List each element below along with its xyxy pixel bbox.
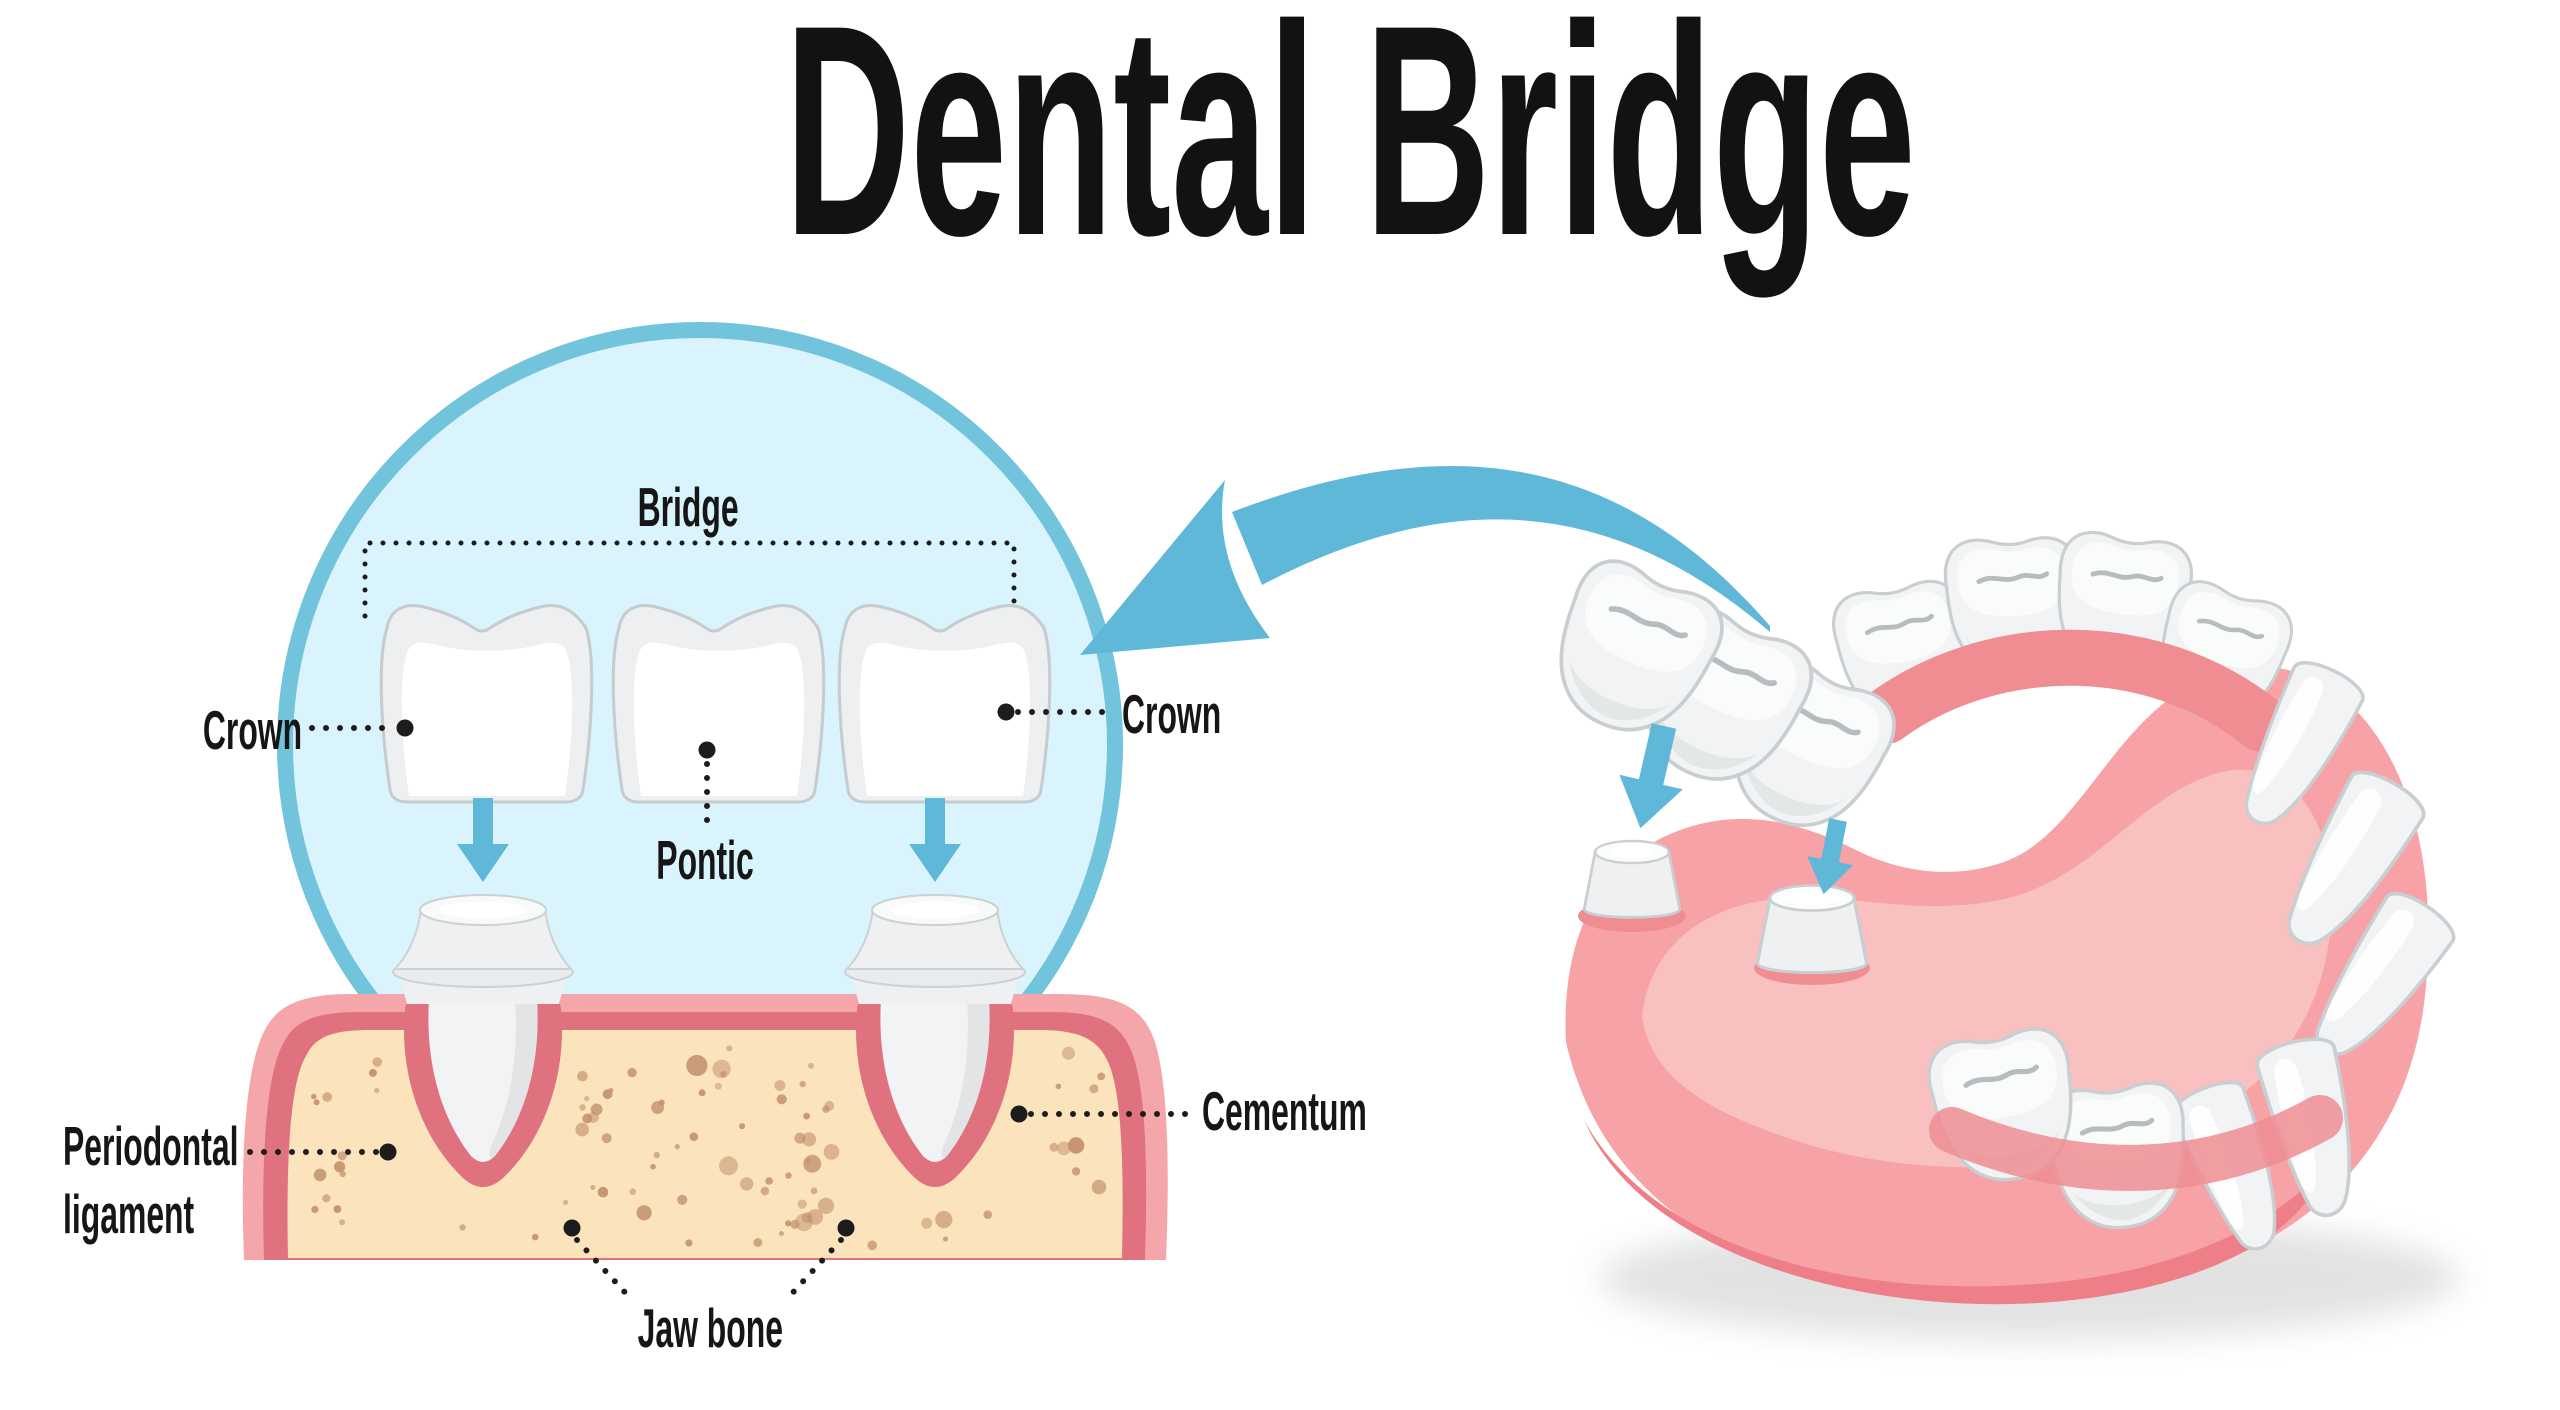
leader-lines	[247, 703, 1199, 1303]
crown-right-dot	[997, 703, 1015, 721]
abutment-stump-left	[1582, 839, 1682, 919]
near-gumline	[1929, 1095, 2343, 1191]
back-gumline	[1858, 629, 2290, 752]
cementum-dot	[1010, 1105, 1028, 1123]
pontic-dot	[698, 741, 716, 759]
curved-arrow-tail	[1232, 465, 1770, 632]
bridge-label: Bridge	[637, 476, 739, 538]
page-title: Dental Bridge	[350, 0, 2350, 298]
crown-right-label: Crown	[1122, 683, 1222, 745]
page-title-text: Dental Bridge	[784, 0, 1916, 298]
curved-arrow-head	[1080, 480, 1270, 655]
abutment-stump-right	[1755, 883, 1869, 975]
bridge-teeth-row	[379, 604, 1052, 804]
jaw-bone-cross-section	[242, 994, 1168, 1260]
jaw-gum-base-shadow	[1584, 1120, 2322, 1305]
jawbone-dot-right	[837, 1219, 855, 1237]
bone-speckles	[311, 1045, 1107, 1251]
periodontal-dot	[379, 1143, 397, 1161]
pontic-label: Pontic	[656, 829, 754, 891]
jawbone-leader-left	[574, 1237, 635, 1303]
curved-arrow	[1080, 465, 1770, 655]
bridge-bracket-dotted	[362, 540, 1017, 619]
jaw-gum-plateau	[1642, 769, 2333, 1168]
crown-tooth	[379, 604, 594, 804]
pontic-tooth	[611, 604, 826, 804]
crown-left-dot	[396, 719, 414, 737]
periodontal-ligament-label: Periodontal ligament	[63, 1115, 239, 1245]
jawbone-dot-left	[563, 1219, 581, 1237]
jaw-illustration	[1526, 528, 2463, 1340]
jawbone-leader-right	[783, 1237, 844, 1303]
crown-tooth	[837, 604, 1052, 804]
cementum-label: Cementum	[1202, 1080, 1367, 1142]
crown-left-label: Crown	[202, 699, 302, 761]
cross-section-diagram	[242, 322, 1199, 1303]
jaw-bone-label: Jaw bone	[637, 1297, 783, 1359]
